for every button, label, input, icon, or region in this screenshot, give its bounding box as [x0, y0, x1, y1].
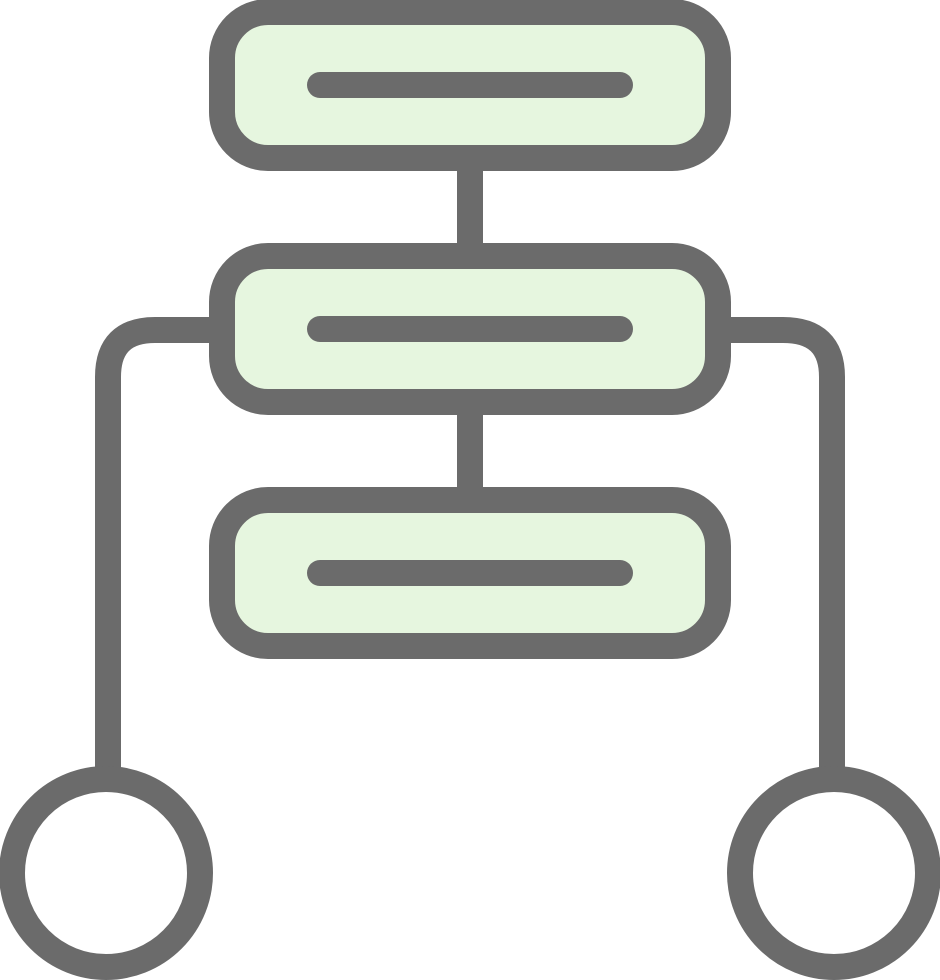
block-bottom: [209, 487, 731, 659]
right-endpoint-circle: [727, 766, 940, 980]
connector-middle-to-right-endpoint: [728, 317, 845, 770]
left-endpoint-circle: [0, 766, 213, 980]
block-top: [209, 0, 731, 171]
connector-middle-to-left-endpoint: [95, 317, 212, 770]
block-middle: [209, 243, 731, 415]
